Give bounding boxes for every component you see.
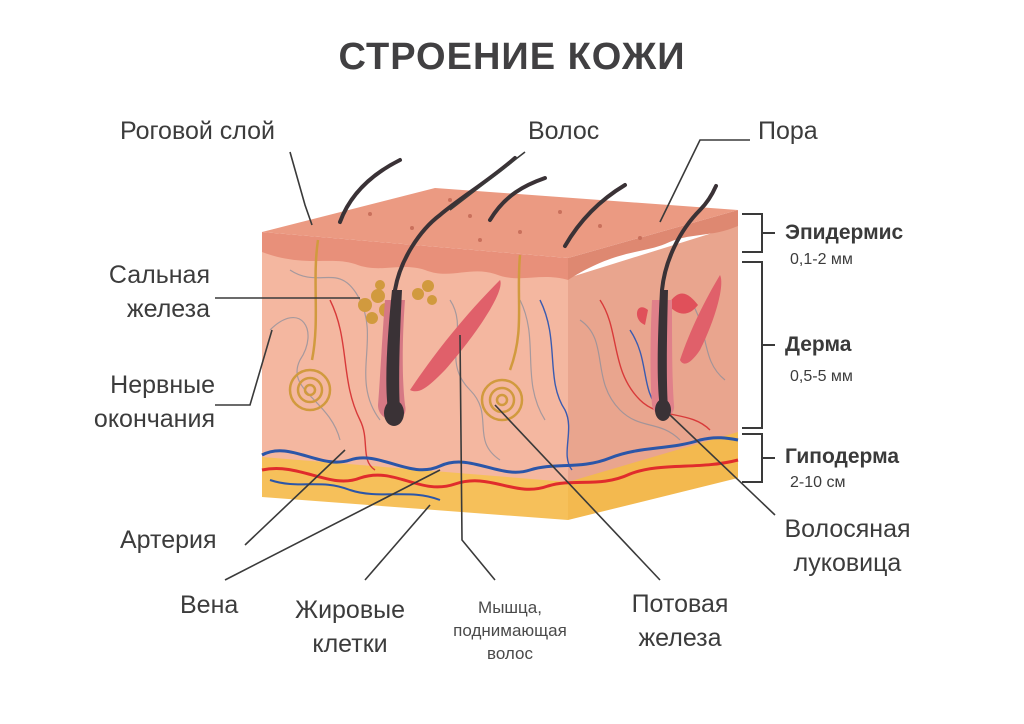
layer-epidermis-name: Эпидермис [785, 221, 904, 244]
layer-hypodermis-thickness: 2-10 см [790, 474, 846, 491]
hypodermis-side [568, 430, 738, 520]
epidermis-side [568, 210, 738, 280]
hair-follicle [378, 290, 406, 426]
label-muscle-line2: поднимающая [453, 621, 567, 640]
label-sweat-gland-line2: железа [638, 624, 722, 652]
hair-shafts [338, 156, 718, 292]
leader-lines [215, 139, 776, 581]
label-fat-cells: Жировые клетки [275, 593, 425, 661]
label-nerve-endings: Нервные окончания [40, 368, 215, 436]
layer-brackets [742, 213, 775, 483]
skin-surface [262, 188, 738, 258]
label-sweat-gland: Потовая железа [610, 587, 750, 655]
hair-follicle-side [650, 290, 675, 421]
artery-path [261, 458, 739, 491]
layer-epidermis-thickness: 0,1-2 мм [790, 251, 853, 268]
sebaceous-gland-side [636, 293, 698, 325]
label-nerve-endings-line2: окончания [93, 405, 215, 433]
vein-path [261, 436, 739, 474]
label-muscle: Мышца, поднимающая волос [430, 596, 590, 665]
label-hair-bulb: Волосяная луковица [770, 512, 925, 580]
hypodermis-front [262, 455, 568, 520]
label-sebaceous-gland-line1: Сальная [108, 261, 210, 289]
layer-dermis-thickness: 0,5-5 мм [790, 368, 853, 385]
label-fat-cells-line2: клетки [312, 630, 388, 658]
pore-dots [368, 198, 642, 242]
sweat-gland-icon [288, 239, 524, 422]
hypodermis-vessels [261, 436, 739, 501]
layer-hypodermis-name: Гиподерма [785, 445, 900, 468]
label-sebaceous-gland: Сальная железа [80, 258, 210, 326]
label-pore: Пора [758, 117, 818, 145]
label-vein: Вена [180, 591, 239, 619]
dermis-front [262, 250, 568, 482]
label-muscle-line1: Мышца, [478, 598, 542, 617]
label-stratum-corneum: Роговой слой [120, 117, 276, 145]
label-hair-bulb-line1: Волосяная [784, 515, 911, 543]
label-fat-cells-line1: Жировые [294, 596, 405, 624]
label-hair: Волос [528, 117, 600, 145]
label-hair-bulb-line2: луковица [793, 549, 902, 577]
page-title: СТРОЕНИЕ КОЖИ [338, 36, 686, 78]
epidermis-front [262, 232, 568, 280]
layer-dermis-name: Дерма [785, 333, 852, 356]
muscle-icon [410, 275, 722, 392]
label-sebaceous-gland-line2: железа [126, 295, 210, 323]
label-muscle-line3: волос [487, 644, 533, 663]
label-nerve-endings-line1: Нервные [110, 371, 215, 399]
label-artery: Артерия [120, 526, 217, 554]
label-sweat-gland-line1: Потовая [631, 590, 729, 618]
